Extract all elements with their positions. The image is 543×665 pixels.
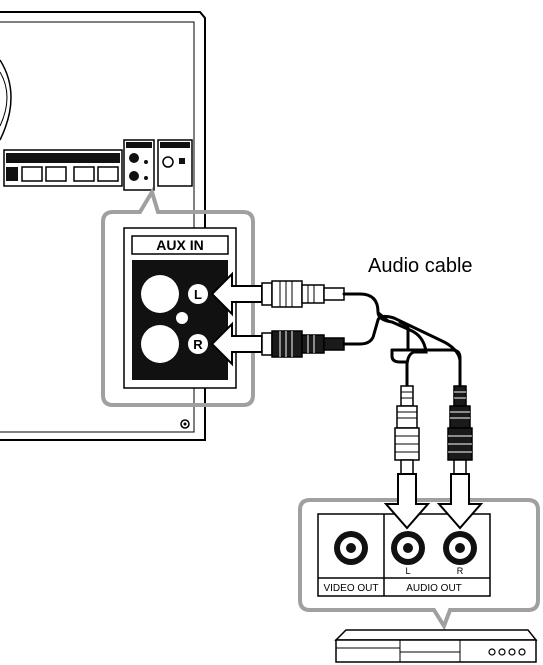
video-out-jack: [334, 531, 368, 565]
audio-cable-lead-white: [390, 320, 462, 388]
aux-in-right-label: R: [193, 337, 203, 352]
main-unit-rear-panel: [0, 11, 206, 441]
red-rca-plug-horizontal: [261, 330, 345, 358]
audio-out-left-jack: [391, 531, 425, 565]
aux-in-left-label: L: [194, 287, 202, 302]
audio-cable: [342, 292, 462, 386]
player-device: [334, 629, 538, 663]
antenna-jack-block: [157, 139, 193, 187]
aux-in-jack-block-small: [123, 139, 155, 191]
arrow-into-audio-out-right-icon: [436, 473, 484, 530]
white-rca-plug-vertical: [394, 385, 420, 475]
player-output-callout: L R VIDEO OUT AUDIO OUT: [298, 498, 540, 631]
audio-cable-label: Audio cable: [368, 255, 473, 277]
arrow-into-audio-out-left-icon: [383, 473, 431, 530]
player-left-label: L: [405, 566, 410, 576]
red-rca-plug-vertical: [447, 385, 473, 475]
audio-out-label: AUDIO OUT: [406, 583, 462, 594]
aux-in-right-jack: [141, 325, 179, 363]
aux-in-left-jack: [141, 275, 179, 313]
white-rca-plug-horizontal: [261, 280, 345, 308]
video-out-label: VIDEO OUT: [323, 583, 378, 594]
player-right-label: R: [457, 566, 464, 576]
aux-in-callout: AUX IN L R: [101, 187, 255, 407]
audio-out-right-jack: [443, 531, 477, 565]
speaker-terminals: [3, 149, 123, 187]
aux-in-label: AUX IN: [156, 237, 203, 253]
